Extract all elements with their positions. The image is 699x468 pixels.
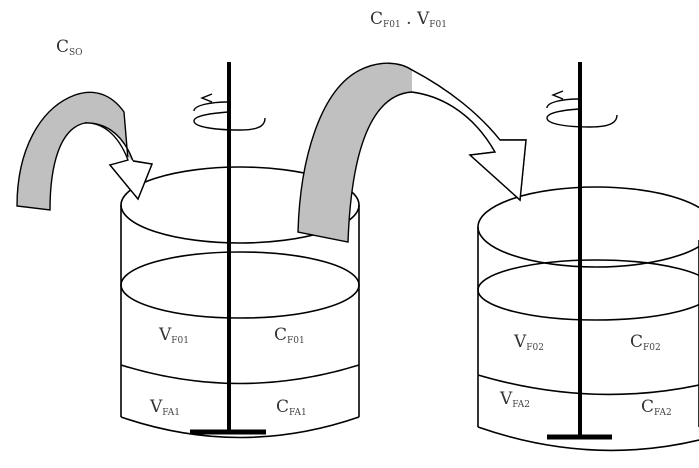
tank-2-phase-boundary <box>477 374 699 396</box>
label-c-f02: CF02 <box>630 332 661 353</box>
stirrer-1 <box>190 62 266 435</box>
tank-1 <box>120 166 360 439</box>
feed-arrow-1-icon <box>16 91 153 211</box>
transfer-arrow-icon <box>297 62 527 243</box>
tank-2 <box>477 186 699 452</box>
tank-2-liquid-surface <box>477 259 699 321</box>
label-c-so: CSO <box>56 37 83 58</box>
label-v-fa1: VFA1 <box>149 397 180 418</box>
tank-1-phase-boundary <box>120 364 360 385</box>
rotation-arrow-1-icon <box>193 93 266 131</box>
stirrer-2 <box>547 62 612 440</box>
rotation-arrow-2-icon <box>546 90 618 128</box>
tank-1-bottom <box>120 416 360 439</box>
tank-2-bottom <box>477 426 699 452</box>
tank-1-liquid-surface <box>120 251 360 319</box>
tank-2-top-rim <box>477 186 699 268</box>
label-c-fa2: CFA2 <box>641 397 672 418</box>
label-c-f01: CF01 <box>274 325 305 346</box>
label-v-fa2: VFA2 <box>499 389 530 410</box>
label-c-f01-v-f01: CF01 . VF01 <box>370 9 447 30</box>
label-v-f02: VF02 <box>513 332 544 353</box>
label-c-fa1: CFA1 <box>276 397 307 418</box>
label-v-f01: VF01 <box>158 325 189 346</box>
